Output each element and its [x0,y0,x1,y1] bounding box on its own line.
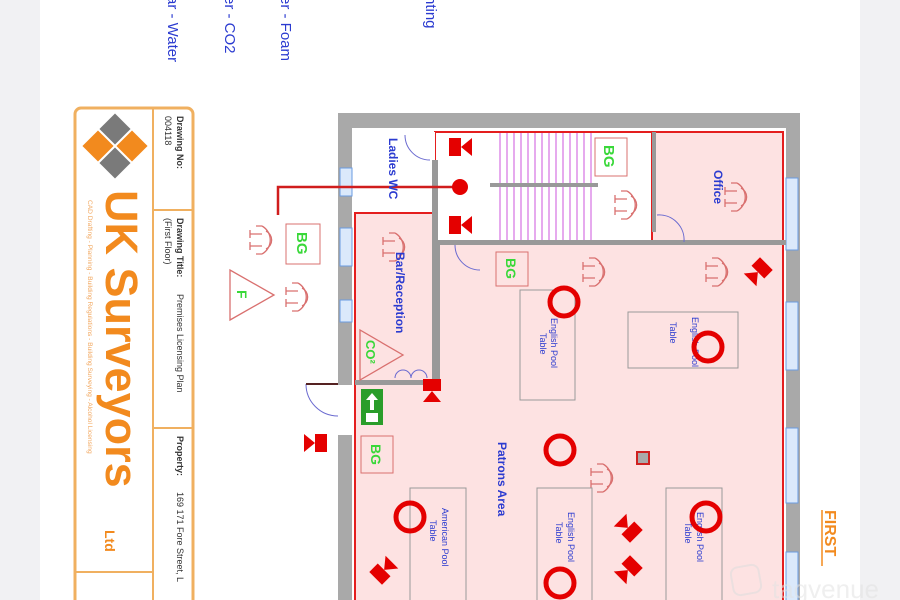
ring-marker-icon [691,330,725,364]
ring-marker-icon [543,566,577,600]
bg-label: BG [293,232,310,255]
property-address: 169 171 Fore Street, L [175,492,185,582]
room-label-patrons-area: Patrons Area [495,442,509,517]
foam-extinguisher-icon [229,268,276,322]
ladies-wc-room [355,132,435,212]
table-label: Table [428,520,438,542]
company-name: UK Surveyors [96,190,147,488]
watermark-text: tagvenue [772,574,879,600]
drawing-title: Premises Licensing Plan [175,294,185,393]
room-label-ladies-wc: Ladies WC [386,138,400,200]
emergency-light-icon [249,225,273,255]
title-block: UK Surveyors Ltd CAD Drafting - Planning… [73,106,195,600]
table-label: Table [554,522,564,544]
emergency-light-icon [285,282,309,312]
company-suffix: Ltd [102,530,118,552]
table-label: English Pool [566,512,576,562]
drawing-no-label: Drawing No: [175,116,185,169]
room-label-office: Office [711,170,725,204]
watermark-logo-icon [729,563,763,597]
office-zone [651,131,784,243]
legend: ar - Water er - CO2 er - Foam hting [164,0,439,62]
table-label: Table [538,333,548,355]
detector-wiring [276,185,460,215]
drawing-title-label: Drawing Title: [175,218,185,277]
co2-label: CO² [363,340,378,365]
room-label-bar-reception: Bar/Reception [393,252,407,333]
break-glass-points: BG BG BG BG [285,137,628,474]
property-label: Property: [175,436,185,476]
table-label: Table [668,322,678,344]
exit-sign-icon [361,389,383,425]
ring-marker-icon [543,433,577,467]
legend-water: ar - Water [164,0,181,62]
table-label: Table [683,522,693,544]
bg-label: BG [600,145,617,168]
company-tagline: CAD Drafting - Planning - Building Regul… [86,200,93,454]
foam-label: F [234,290,250,299]
table-label: English Pool [695,512,705,562]
ring-marker-icon [393,500,427,534]
bg-label: BG [503,258,519,279]
drawing-no: 004118 [163,116,173,145]
company-logo [82,113,148,179]
legend-foam: er - Foam [277,0,294,61]
staircase [490,133,598,240]
legend-lighting: hting [422,0,439,29]
ring-marker-icon [547,285,581,319]
co2-extinguisher-icon [359,328,405,382]
floor-label: FIRST [821,510,838,556]
smoke-detector-icon [452,179,468,195]
ring-marker-icon [689,500,723,534]
call-point-icon [636,451,650,465]
table-label: American Pool [440,508,450,567]
bg-label: BG [368,444,384,465]
drawing-subtitle: (First Floor) [163,218,173,265]
fire-points [393,285,725,600]
legend-co2: er - CO2 [221,0,238,54]
table-label: English Pool [549,318,559,368]
watermark: tagvenue [729,563,879,600]
sounder-icon [304,434,327,452]
